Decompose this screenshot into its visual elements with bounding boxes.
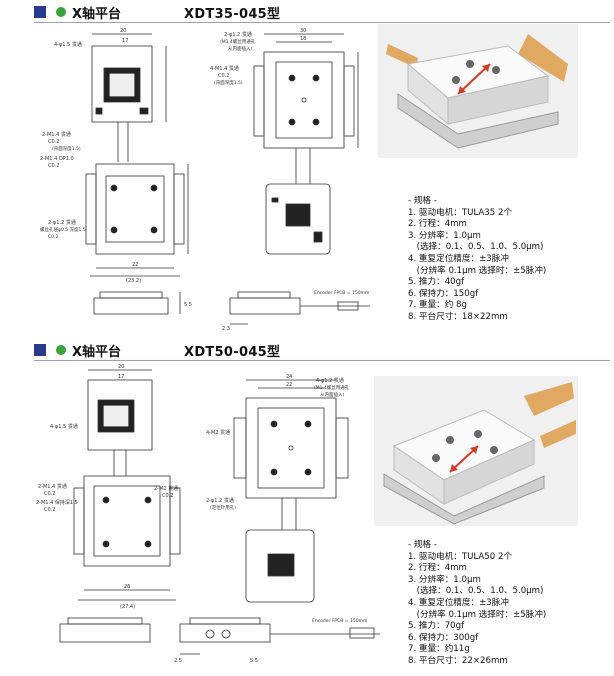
- product-photo: [374, 376, 578, 526]
- section-xdt35: X轴平台 XDT35-045型: [34, 2, 614, 332]
- header-square-icon: [34, 344, 46, 356]
- label-hole-m2: 2-M2 贯通: [154, 485, 178, 492]
- bullet-icon: [56, 7, 66, 17]
- label-m14-holes: 4-M1.4 贯通: [210, 65, 239, 72]
- drawing-side-view: Encoder FPCB = 150mm 2.3 5.5: [93, 290, 370, 332]
- spec-title: - 规格 -: [408, 196, 437, 206]
- label-center-hole: 4-φ1.2 贯通: [316, 377, 344, 384]
- label-encoder: Encoder FPCB = 150mm: [312, 618, 367, 624]
- spec-item: 8. 平台尺寸：18×22mm: [408, 311, 508, 322]
- spec-list: - 规格 - 1. 驱动电机：TULA35 2个 2. 行程：4mm 3. 分辨…: [408, 196, 546, 324]
- label-center-hole: 2-φ1.2 贯通: [224, 31, 252, 38]
- label-pin-hole: 2-φ1.2 贯通: [206, 497, 234, 504]
- dim-17: 17: [118, 374, 124, 380]
- side-dim-a: 2.3: [222, 326, 230, 332]
- spec-item: (分辨率 0.1μm 选择时：±5脉冲): [408, 609, 547, 620]
- header-rule: [34, 360, 610, 361]
- dim-20: 20: [120, 28, 126, 34]
- label-m2-holes: 4-M2 贯通: [206, 429, 230, 436]
- spec-item: 6. 保持力：300gf: [408, 632, 479, 643]
- drawing-top-view: 20 17 4-φ1.5 贯通 2-M1.4 贯通 C0.2 2-M1.4 保持…: [36, 364, 181, 610]
- label-pin-hole: 2-φ1.2 贯通: [48, 219, 76, 226]
- spec-item: 7. 重量：约 8g: [408, 300, 467, 311]
- model-name: XDT35-045型: [184, 7, 281, 22]
- spec-item: 3. 分辨率：1.0μm: [408, 574, 481, 585]
- label-hole-m14-note2: (背面深度1.5): [52, 145, 81, 152]
- label-center-hole-note2: 从内面插入): [320, 391, 344, 398]
- spec-item: 3. 分辨率：1.0μm: [408, 230, 481, 241]
- label-encoder: Encoder FPCB = 150mm: [314, 290, 369, 296]
- label-pin-hole-note: 螺丝孔径φ0.5 深度1.5: [40, 226, 86, 233]
- dim-24: 24: [286, 374, 292, 380]
- drawing-middle-view: 30 18 2-φ1.2 贯通 (M1.4螺丝用通孔 从内面插入) 4-M1.4…: [210, 28, 359, 255]
- dim-26: 26: [124, 584, 130, 590]
- dim-27-4: (27.4): [120, 604, 135, 610]
- dim-30: 30: [300, 28, 306, 34]
- product-photo: [378, 24, 578, 158]
- label-m14-holes-note2: (背面深度1.5): [214, 79, 243, 86]
- section-header: X轴平台 XDT35-045型: [34, 2, 614, 23]
- spec-item: 6. 保持力：150gf: [408, 288, 479, 299]
- dim-18: 18: [300, 36, 306, 42]
- label-hole-m14-note: C0.2: [44, 491, 55, 497]
- spec-item: 2. 行程：4mm: [408, 219, 467, 230]
- spec-item: 5. 推力：70gf: [408, 621, 465, 632]
- model-name: XDT50-045型: [184, 345, 281, 360]
- dim-17: 17: [122, 38, 128, 44]
- label-top-hole: 4-φ1.5 贯通: [50, 423, 78, 430]
- spec-item: 4. 重复定位精度：±3脉冲: [408, 253, 509, 264]
- label-pin-hole-note: (定位针用孔): [210, 504, 236, 511]
- dim-22: 22: [286, 382, 292, 388]
- section-header: X轴平台 XDT50-045型: [34, 340, 614, 361]
- drawing-top-view: 20 17 4-φ1.5 贯通 2-M1.4 贯通 C0.2 (背面深度1.5)…: [40, 28, 189, 284]
- side-dim-a: 2.5: [174, 658, 182, 664]
- section-xdt50: X轴平台 XDT50-045型 20 17 4-φ1.5 贯通 2-M1.4 贯…: [0, 340, 614, 676]
- spec-list: - 规格 - 1. 驱动电机：TULA50 2个 2. 行程：4mm 3. 分辨…: [408, 540, 546, 668]
- label-center-hole-note2: 从内面插入): [228, 45, 252, 52]
- drawing-side-view: Encoder FPCB = 150mm 2.5 5.5: [59, 617, 380, 664]
- label-hole-m14-note: C0.2: [48, 139, 59, 145]
- spec-item: 8. 平台尺寸：22×26mm: [408, 655, 508, 666]
- spec-item: 7. 重量：约11g: [408, 644, 470, 655]
- label-pin-hole-note2: C0.2: [48, 234, 58, 240]
- label-hole-m14b-note: C0.2: [44, 507, 55, 513]
- label-hole-m2-note: C0.2: [162, 493, 173, 499]
- bullet-icon: [56, 345, 66, 355]
- spec-item: 5. 推力：40gf: [408, 277, 465, 288]
- label-hole-m14dp: 2-M1.4 DP1.0: [40, 156, 74, 162]
- label-top-hole: 4-φ1.5 贯通: [54, 41, 82, 48]
- label-hole-m14dp-note: C0.2: [48, 163, 59, 169]
- label-hole-m14b: 2-M1.4 保持深1.5: [36, 499, 78, 506]
- spec-item: 4. 重复定位精度：±3脉冲: [408, 597, 509, 608]
- section-label: X轴平台: [72, 345, 122, 360]
- section-label: X轴平台: [72, 7, 122, 22]
- dim-23-2: (23.2): [126, 278, 141, 284]
- side-dim-b: 5.5: [184, 302, 192, 308]
- header-square-icon: [34, 6, 46, 18]
- label-m14-holes-note: C0.2: [218, 73, 229, 79]
- side-dim-b: 5.5: [250, 658, 258, 664]
- label-hole-m14: 2-M1.4 贯通: [42, 131, 71, 138]
- header-rule: [34, 22, 610, 23]
- spec-item: 1. 驱动电机：TULA35 2个: [408, 207, 513, 218]
- dim-20: 20: [118, 364, 124, 370]
- spec-item: (选择：0.1、0.5、1.0、5.0μm): [408, 242, 544, 253]
- spec-title: - 规格 -: [408, 540, 437, 550]
- spec-item: (选择：0.1、0.5、1.0、5.0μm): [408, 586, 544, 597]
- spec-item: 1. 驱动电机：TULA50 2个: [408, 551, 513, 562]
- label-center-hole-note: (M1.4螺丝用通孔: [314, 384, 350, 391]
- drawing-middle-view: 24 22 4-φ1.2 贯通 (M1.4螺丝用通孔 从内面插入) 4-M2 贯…: [206, 374, 350, 603]
- dim-22: 22: [132, 262, 138, 268]
- label-center-hole-note: (M1.4螺丝用通孔: [220, 38, 256, 45]
- spec-item: (分辨率 0.1μm 选择时：±5脉冲): [408, 265, 547, 276]
- spec-item: 2. 行程：4mm: [408, 563, 467, 574]
- label-hole-m14: 2-M1.4 贯通: [38, 483, 67, 490]
